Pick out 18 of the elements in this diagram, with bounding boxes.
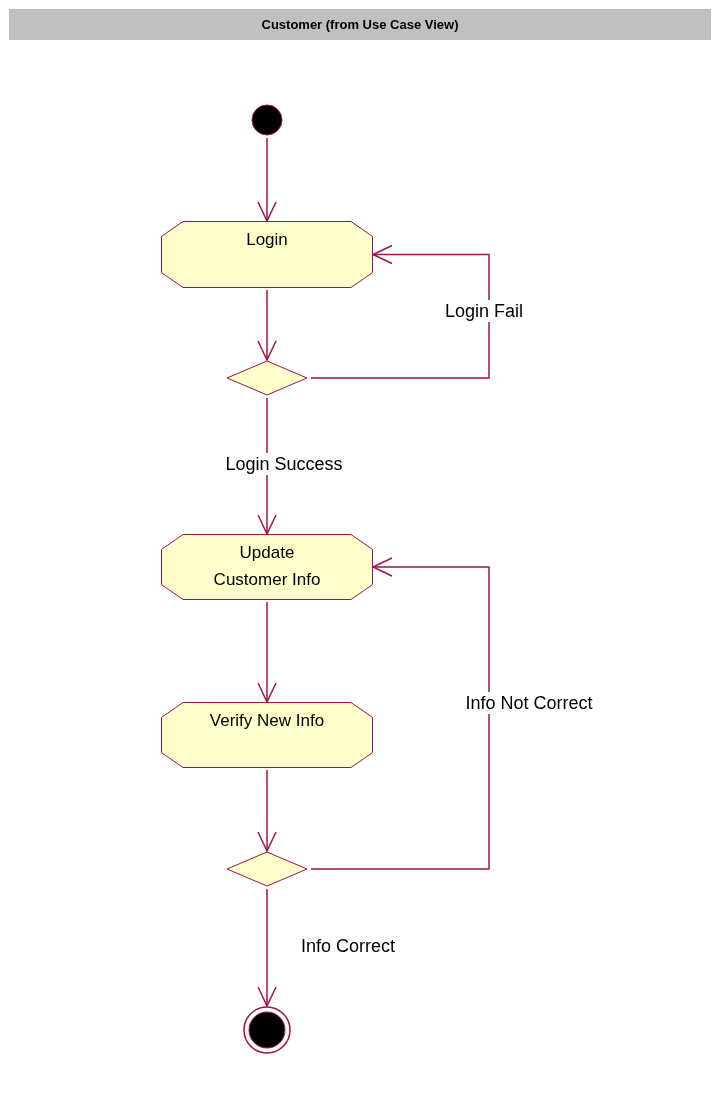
transition-arrow (257, 769, 277, 852)
transition-arrow (257, 289, 277, 361)
final-state (243, 1006, 291, 1054)
activity-label: Update Customer Info (212, 542, 322, 591)
decision-diamond (226, 360, 308, 396)
activity-state (161, 702, 373, 768)
decision-diamond (226, 851, 308, 887)
transition-arrow (257, 137, 277, 222)
transition-arrow (257, 601, 277, 703)
transition-arrow (257, 888, 277, 1007)
activity-state (161, 534, 373, 600)
activity-label: Login (246, 229, 288, 251)
transition-arrow (310, 244, 490, 379)
transition-arrow (310, 557, 490, 870)
activity-state (161, 221, 373, 288)
initial-state (251, 104, 283, 136)
swimlane-header: Customer (from Use Case View) (9, 9, 711, 40)
activity-label: Verify New Info (209, 710, 325, 732)
